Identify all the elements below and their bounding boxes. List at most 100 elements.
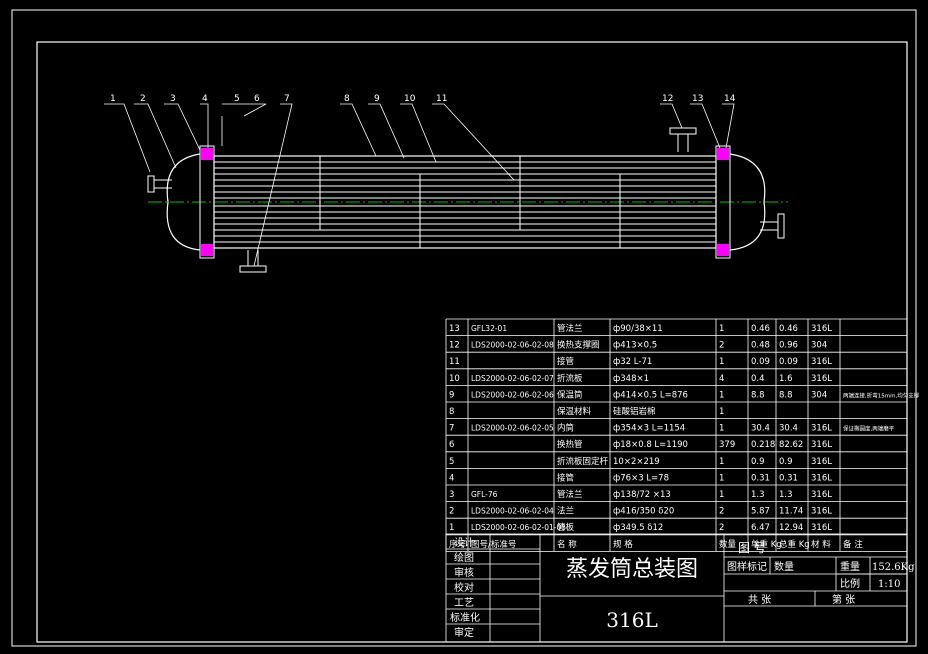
bom-name: 保温材料 [557,406,592,417]
bom-total-weight: 0.46 [779,324,798,334]
bom-total-weight: 82.62 [779,440,803,450]
total-sheets-label: 共 张 [748,594,771,606]
bom-qty: 1 [719,457,724,467]
bom-qty: 2 [719,523,724,533]
bom-spec: 硅酸铝岩棉 [613,406,656,417]
part-label: 6 [254,94,260,104]
bom-material: 316L [811,507,832,517]
tube-bundle [214,161,716,243]
part-label: 7 [284,94,290,104]
bom-material: 316L [811,374,832,384]
bom-name: 折流板固定杆 [557,456,609,467]
bom-no: 12 [449,341,460,351]
bom-material: 304 [811,390,827,400]
bom-name: 接管 [557,356,574,367]
bom-drawing-no: GFL-76 [471,490,498,499]
part-label: 12 [662,94,673,104]
bom-spec: ф416/350 δ20 [613,507,674,517]
bom-drawing-no: LDS2000-02-06-02-06 [471,390,554,399]
signoff-review: 审核 [454,566,474,579]
part-label: 2 [140,94,146,104]
bom-header-name: 名 称 [557,539,577,550]
bom-name: 接管 [557,472,574,483]
bom-material: 316L [811,490,832,500]
left-head [166,153,201,251]
bom-material: 316L [811,457,832,467]
bom-name: 管法兰 [557,489,583,500]
bom-total-weight: 0.96 [779,341,798,351]
bom-no: 7 [449,424,454,434]
bom-total-weight: 0.9 [779,457,793,467]
bom-total-weight: 11.74 [779,507,803,517]
bom-header-drawing: 图号/标准号 [471,539,516,550]
right-nozzle [760,213,785,239]
bom-qty: 1 [719,490,724,500]
bom-note: 保证椭圆度,两端磨平 [843,425,895,433]
bom-no: 5 [449,457,454,467]
bom-header-spec: 规 格 [613,539,633,550]
bom-no: 11 [449,357,460,367]
part-label: 11 [436,94,447,104]
bom-unit-weight: 0.9 [751,457,765,467]
bom-name: 折流板 [557,373,583,384]
bom-unit-weight: 30.4 [751,424,770,434]
title-block-text: 设计 绘图 审核 校对 工艺 标准化 审定 蒸发筒总装图 316L 图 号 图样… [450,536,915,639]
bom-qty: 2 [719,507,724,517]
bom-qty: 1 [719,473,724,483]
drawing-no-label: 图 号 [738,541,766,555]
bom-qty: 1 [719,324,724,334]
bom-qty: 379 [719,440,735,450]
scale-value: 1:10 [878,579,900,590]
bom-material: 316L [811,424,832,434]
top-nozzle [669,127,697,152]
bom-qty: 1 [719,390,724,400]
bom-qty: 1 [719,357,724,367]
baffles [319,156,621,248]
bom-header-material: 材 料 [811,539,831,550]
part-label: 10 [404,94,416,104]
bom-total-weight: 8.8 [779,390,793,400]
left-nozzle [147,175,172,193]
shell [213,155,717,249]
bom-qty: 4 [719,374,724,384]
bom-total-weight: 0.31 [779,473,798,483]
heat-exchanger-drawing: 1 2 3 4 5 6 7 8 9 10 11 12 13 14 [104,94,788,273]
bom-material: 304 [811,341,827,351]
bom-unit-weight: 0.09 [751,357,770,367]
bom-total-weight: 30.4 [779,424,798,434]
qty-label: 数量 [774,560,794,573]
part-label: 13 [692,94,703,104]
bom-qty: 2 [719,341,724,351]
bom-note: 两端连接,折弯15mm,均匀支撑 [843,391,920,399]
bom-unit-weight: 0.4 [751,374,765,384]
bom-no: 3 [449,490,454,500]
bom-header-note: 备 注 [843,539,863,550]
flanges [199,145,731,259]
bom-no: 9 [449,390,454,400]
bom-material: 316L [811,473,832,483]
bom-total-weight: 1.3 [779,490,793,500]
right-head [729,153,766,251]
signoff-approve: 审定 [454,626,474,639]
bom-name: 保温筒 [557,389,583,400]
bom-header-unit: 单重 Kg [751,539,782,550]
signoff-design: 设计 [454,536,474,549]
bom-spec: ф413×0.5 [613,341,657,351]
bom-unit-weight: 0.46 [751,324,770,334]
bom-drawing-no: LDS2000-02-06-02-07 [471,374,554,383]
signoff-process: 工艺 [454,597,474,609]
bom-no: 4 [449,473,454,483]
title-block [445,533,908,643]
bom-no: 8 [449,407,454,417]
bom-no: 2 [449,507,454,517]
part-label: 9 [374,94,380,104]
bom-name: 法兰 [557,506,574,517]
bom-no: 13 [449,324,460,334]
bom-no: 1 [449,523,454,533]
sheet-outer-frame [11,9,917,647]
bom-spec: ф354×3 L=1154 [613,424,685,434]
bom-spec: ф349.5 δ12 [613,523,663,533]
weight-value: 152.6Kg [872,562,915,573]
